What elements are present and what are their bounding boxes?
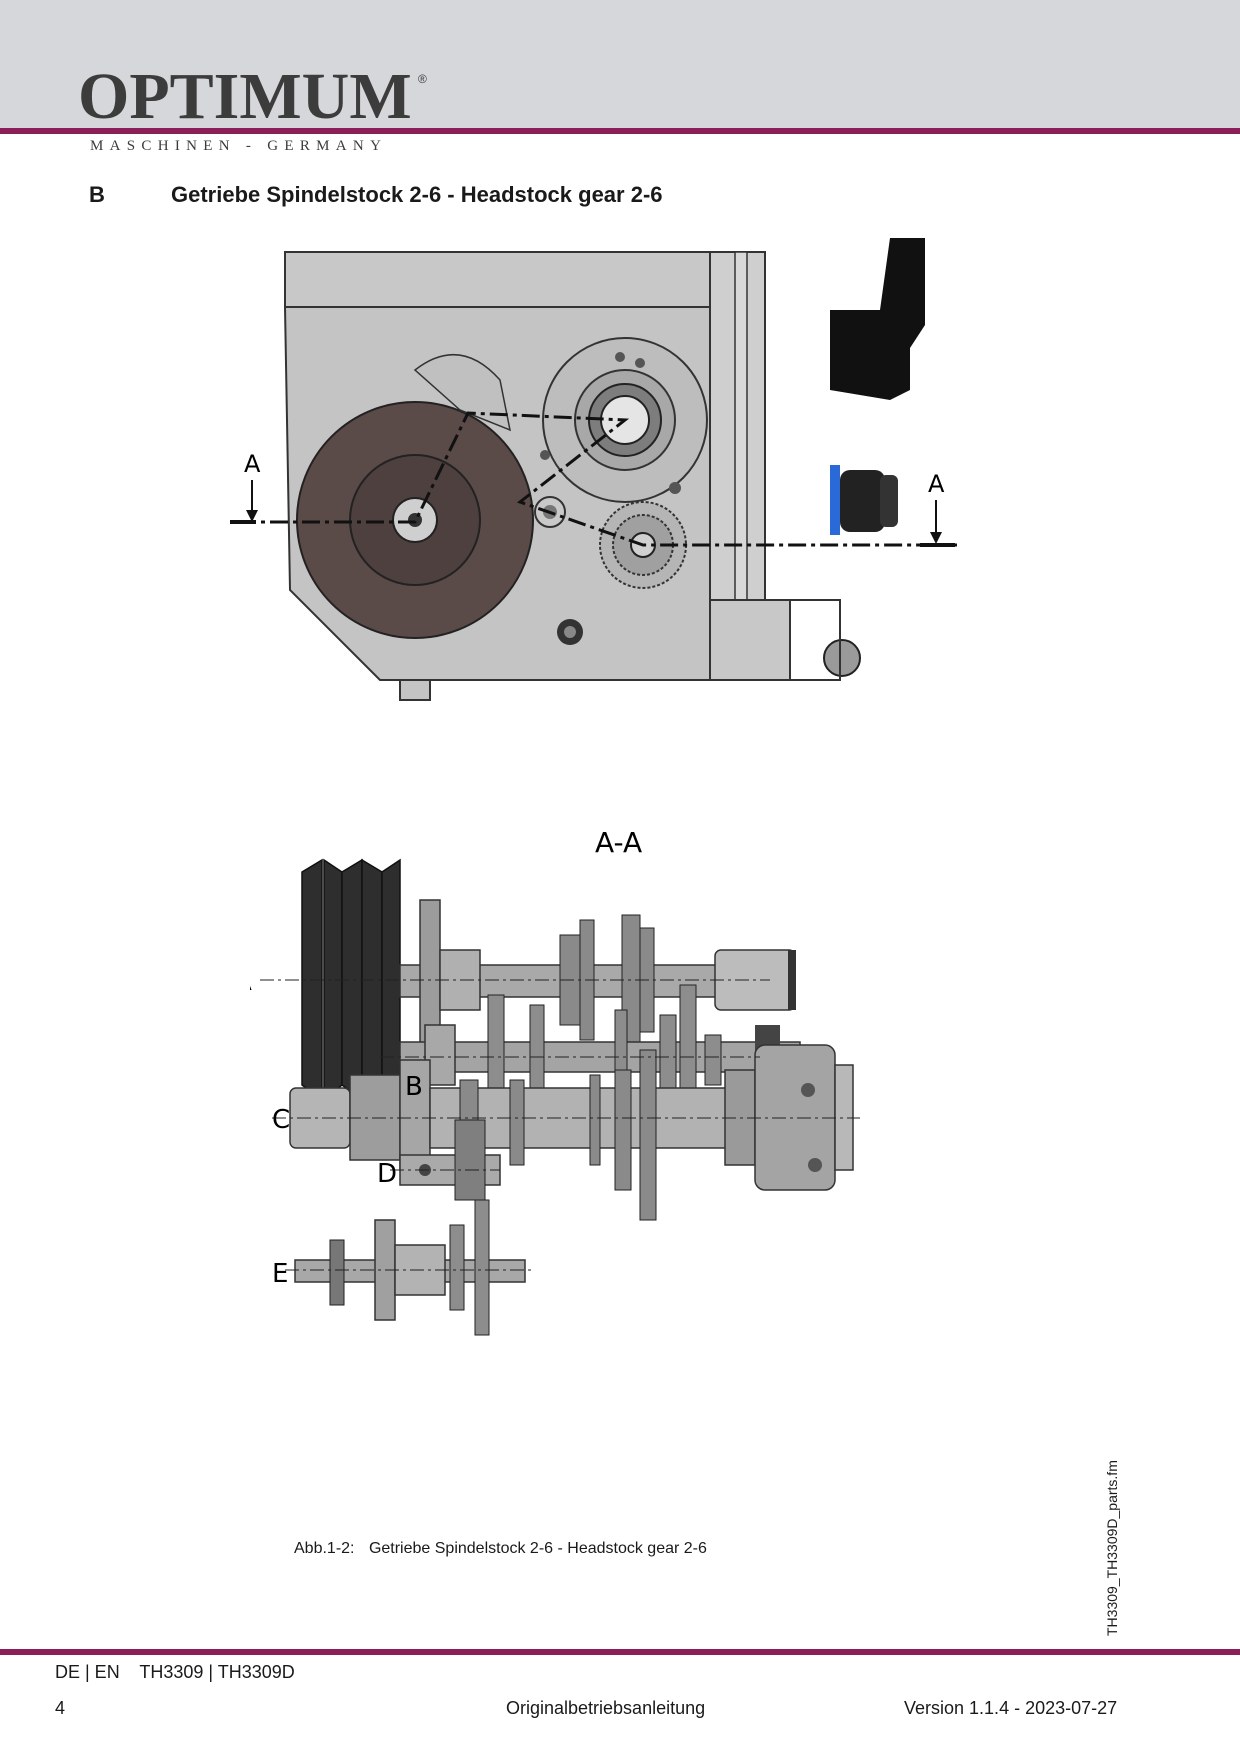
- figure-caption-number: Abb.1-2:: [294, 1540, 355, 1557]
- footer-document-type: Originalbetriebsanleitung: [506, 1698, 706, 1718]
- section-title: Getriebe Spindelstock 2-6 - Headstock ge…: [171, 182, 663, 207]
- figure-caption-text: Getriebe Spindelstock 2-6 - Headstock ge…: [368, 1540, 707, 1557]
- footer-page-number: 4: [55, 1698, 66, 1718]
- logo-registered-mark: ®: [418, 72, 427, 86]
- header-rule: [0, 128, 1240, 134]
- section-marker-right: A: [928, 470, 945, 498]
- side-file-note: TH3309_TH3309D_parts.fm: [1104, 1460, 1120, 1636]
- section-letter: B: [89, 182, 105, 207]
- section-a-a-figure: A-A: [250, 826, 950, 1450]
- shaft-label-e: E: [272, 1259, 288, 1289]
- shaft-label-b: B: [405, 1072, 423, 1102]
- headstock-side-view-figure: A A: [230, 238, 957, 701]
- logo-subtitle: MASCHINEN - GERMANY: [90, 138, 388, 154]
- logo-text: OPTIMUM: [78, 60, 412, 133]
- shaft-label-d: D: [377, 1159, 397, 1189]
- footer-version: Version 1.1.4 - 2023-07-27: [904, 1698, 1118, 1718]
- section-view-title: A-A: [595, 826, 642, 859]
- shaft-label-a: A: [250, 967, 252, 997]
- header-band: [0, 0, 1240, 130]
- optimum-logo: OPTIMUM ®: [78, 60, 427, 133]
- section-marker-left: A: [244, 450, 261, 478]
- footer-language-model: DE | EN TH3309 | TH3309D: [55, 1662, 295, 1682]
- figure-caption: Abb.1-2: Getriebe Spindelstock 2-6 - Hea…: [294, 1540, 707, 1558]
- shaft-label-c: C: [272, 1105, 290, 1135]
- footer-rule: [0, 1649, 1240, 1655]
